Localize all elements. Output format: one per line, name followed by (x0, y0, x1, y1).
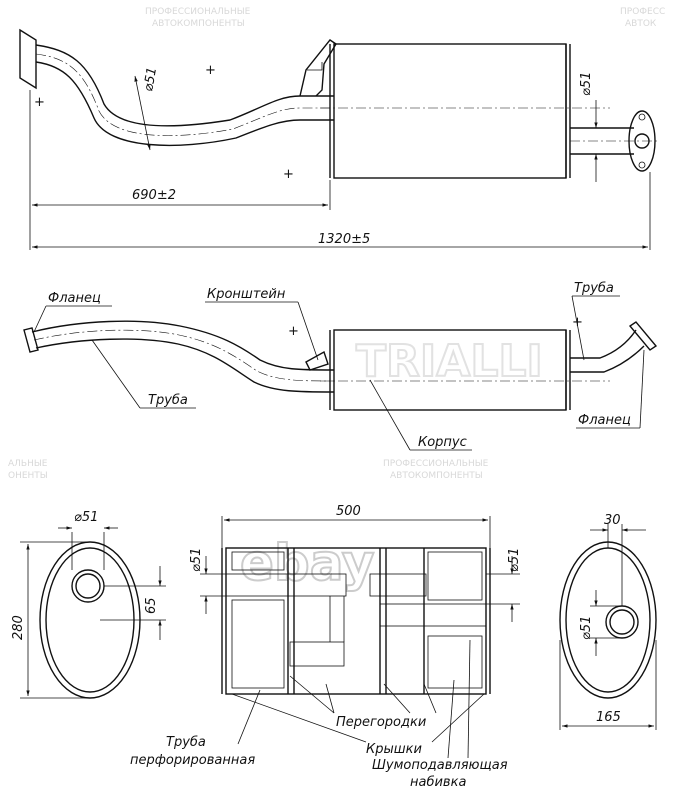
label-perforated-pipe-1: Труба (166, 735, 206, 750)
packing-left (231, 599, 285, 689)
label-body: Корпус (418, 435, 467, 450)
perforated-pipe-middle (289, 641, 345, 667)
watermark-line1: ПРОФЕССИОНАЛЬНЫЕ (145, 7, 251, 17)
right-flange (628, 110, 656, 172)
side-left-flange (23, 327, 39, 353)
perforated-pipe-inlet (225, 573, 347, 597)
watermark-mid2: АВТОКОМПОНЕНТЫ (390, 471, 483, 481)
top-view: ⌀51 ⌀51 + + + 690±2 1320±5 (19, 28, 658, 250)
watermark-line2-right: АВТОК (625, 19, 657, 29)
label-caps: Крышки (366, 742, 422, 757)
length-partial-label: 690±2 (132, 188, 176, 203)
right-end-pipe (605, 605, 639, 639)
watermark-site: ebay (240, 534, 375, 592)
svg-text:+: + (283, 167, 294, 182)
label-pipe-left: Труба (148, 393, 188, 408)
packing-right-bottom (427, 635, 483, 689)
right-end-outer (559, 541, 657, 699)
svg-text:+: + (288, 324, 299, 339)
right-end-view: 30 ⌀51 165 (559, 513, 657, 730)
watermark-mid-left2: ОНЕНТЫ (8, 471, 48, 481)
side-pipe-lower (35, 338, 335, 393)
watermark-brand: TRIALLI (356, 336, 543, 387)
left-flange (19, 28, 37, 90)
inlet-pipe-lower (35, 61, 334, 147)
packing-right-top (427, 551, 483, 601)
left-end-offset: 65 (144, 597, 159, 614)
left-end-height: 280 (11, 615, 26, 640)
svg-text:+: + (572, 315, 583, 330)
svg-text:+: + (205, 63, 216, 78)
length-total-label: 1320±5 (318, 232, 370, 247)
pipe-diameter-label: ⌀51 (141, 66, 160, 93)
right-end-diameter: ⌀51 (579, 616, 594, 640)
side-outlet-upper (570, 329, 637, 359)
inlet-pipe (35, 44, 334, 127)
left-end-pipe (71, 569, 105, 603)
side-right-flange (628, 321, 658, 351)
label-pipe-right: Труба (574, 281, 614, 296)
label-bracket: Кронштейн (207, 287, 286, 302)
right-end-width: 165 (596, 710, 621, 725)
muffler-body (333, 43, 567, 179)
section-diameter-left: ⌀51 (189, 548, 204, 572)
left-end-diameter: ⌀51 (74, 510, 98, 525)
label-flange-right: Фланец (578, 413, 631, 428)
side-view: + + Фланец Кронштейн Труба Труба Корпус … (23, 281, 658, 451)
svg-text:+: + (34, 95, 45, 110)
watermark-mid: ПРОФЕССИОНАЛЬНЫЕ (383, 459, 489, 469)
perforated-pipe-outlet (379, 603, 487, 627)
label-flange-left: Фланец (48, 291, 101, 306)
section-diameter-right: ⌀51 (507, 548, 522, 572)
label-packing-2: набивка (410, 775, 466, 790)
watermark-line2: АВТОКОМПОНЕНТЫ (152, 19, 245, 29)
section-length: 500 (336, 504, 361, 519)
side-pipe-upper (31, 320, 335, 371)
label-perforated-pipe-2: перфорированная (130, 753, 255, 768)
label-baffles: Перегородки (336, 715, 426, 730)
left-end-view: ⌀51 280 65 (11, 510, 166, 699)
label-packing-1: Шумоподавляющая (372, 758, 508, 773)
watermark: ПРОФЕССИОНАЛЬНЫЕ АВТОКОМПОНЕНТЫ ПРОФЕСС … (8, 7, 665, 593)
watermark-line1-right: ПРОФЕСС (620, 7, 665, 17)
outlet-diameter-label: ⌀51 (579, 72, 594, 96)
side-bracket (305, 350, 329, 371)
section-view: 500 ⌀51 ⌀51 Перегородки (130, 504, 522, 790)
watermark-mid-left: АЛЬНЫЕ (8, 459, 48, 469)
right-end-offset: 30 (604, 513, 621, 528)
